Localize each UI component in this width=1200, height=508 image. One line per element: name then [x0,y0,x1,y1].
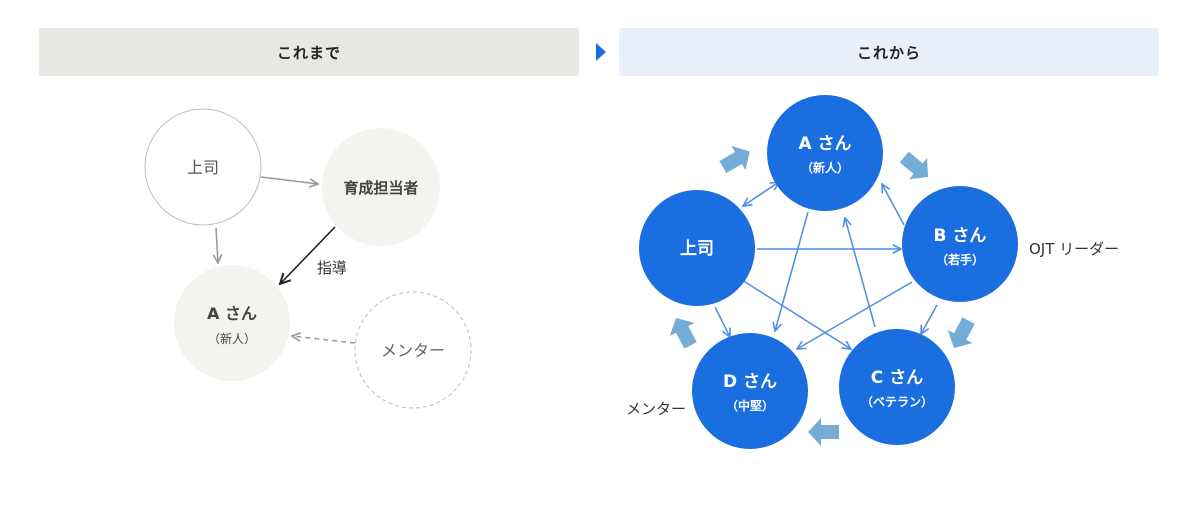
flow-arrow-c-d [808,418,839,446]
instruction-arrow [280,226,336,284]
transition-arrow-icon [596,43,606,61]
newcomer-role: （新人） [208,331,256,346]
boss-label: 上司 [187,158,219,177]
trainer-node [322,128,440,246]
before-diagram: 上司 育成担当者 A さん （新人） メンター 指導 [144,108,472,409]
after-diagram: 上司 A さん （新人） B さん （若手） C さん （ベテラン） D さん … [626,95,1119,449]
header-before: これまで [39,28,579,76]
newcomer-node [174,265,290,381]
link-b-c [921,304,938,334]
boss-node [144,108,262,226]
boss-label-after: 上司 [680,239,714,259]
flow-arrow-boss-a [719,145,750,174]
link-a-d [775,211,809,331]
c-name: C さん [871,368,923,388]
ojt-leader-label: OJT リーダー [1029,240,1119,258]
d-role: （中堅） [726,398,774,413]
b-node [902,186,1018,302]
flow-arrow-b-c [947,317,975,349]
instruction-label: 指導 [317,259,347,277]
flow-arrow-a-b [899,151,929,180]
mentor-label: メンター [381,341,445,360]
boss-to-trainer-arrow [260,176,318,184]
mentor-to-newcomer-arrow [292,336,356,344]
trainer-label: 育成担当者 [343,179,418,197]
a-role: （新人） [801,160,849,175]
boss-to-newcomer-arrow [216,227,218,263]
link-boss-a [743,182,779,206]
a-name: A さん [798,134,851,154]
link-boss-c [741,279,851,349]
d-node [692,333,808,449]
c-node [839,329,955,445]
a-node [767,95,883,211]
d-name: D さん [723,372,777,392]
boss-node-after [639,190,755,306]
mentor-label-after: メンター [626,400,686,418]
mentor-node [354,291,472,409]
header-after: これから [619,28,1159,76]
newcomer-name: A さん [207,304,257,323]
link-c-a [845,218,876,328]
link-b-d [797,281,913,349]
link-boss-d [714,306,730,337]
b-name: B さん [934,226,987,246]
c-role: （ベテラン） [861,394,933,409]
flow-arrow-d-boss [669,317,697,349]
b-role: （若手） [936,252,984,267]
link-b-a [882,184,905,226]
